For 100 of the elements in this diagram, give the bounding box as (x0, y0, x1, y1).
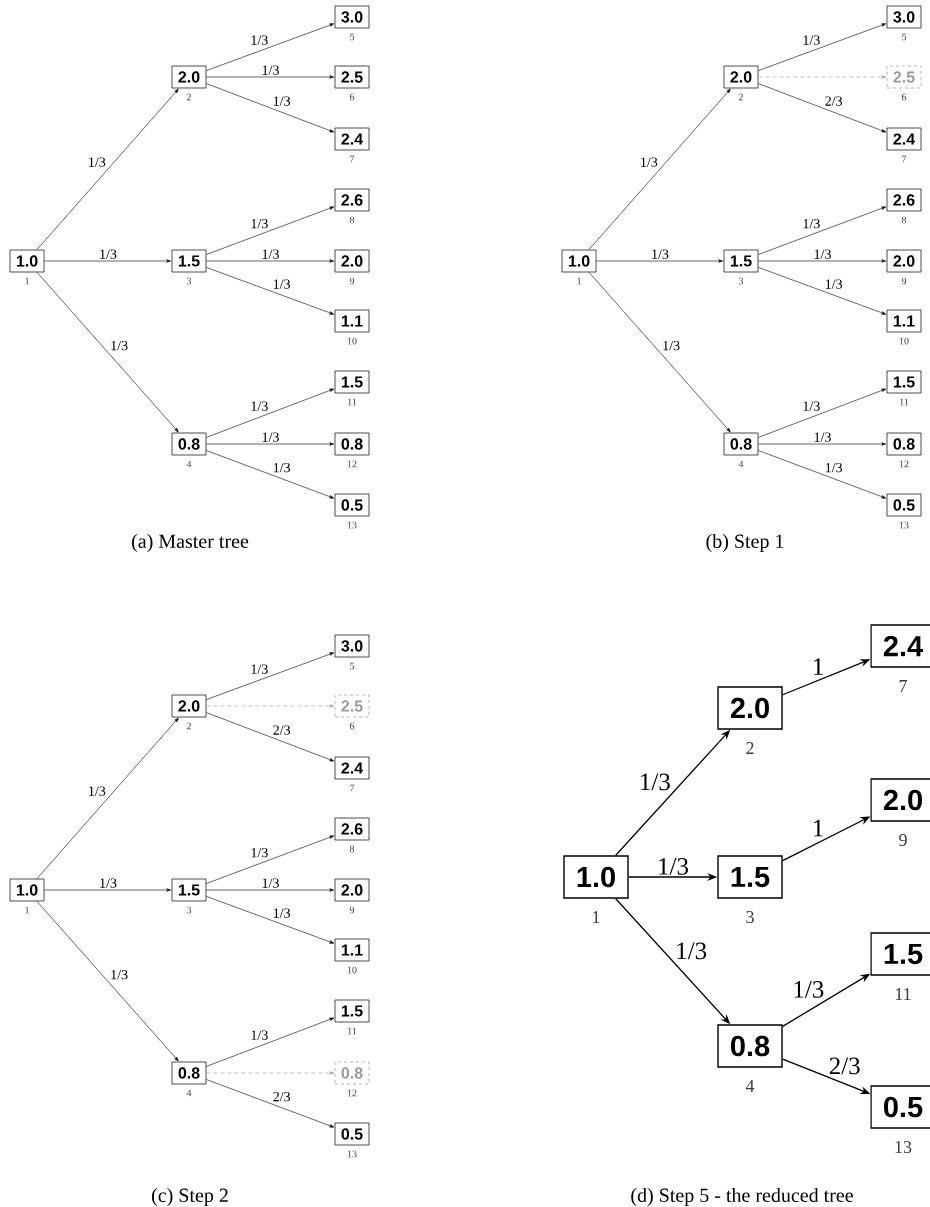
edge-label: 1/3 (659, 858, 688, 875)
node-number: 11 (348, 1027, 357, 1035)
arrow (206, 23, 335, 71)
node-number: 2 (186, 722, 191, 730)
edge-label: 1/3 (262, 432, 279, 442)
arrow (588, 88, 731, 250)
panel-caption: (c) Step 2 (152, 1187, 228, 1207)
arrow (758, 388, 887, 438)
node-number: 5 (902, 33, 907, 41)
value-box: 0.5 (870, 1085, 930, 1129)
arrow (206, 83, 335, 133)
node-number: 6 (901, 93, 907, 101)
edge-label: 1 (814, 658, 823, 675)
value-box: 1.1 (334, 309, 370, 333)
edge-label: 1/3 (251, 664, 268, 674)
edge-label: 1/3 (803, 218, 820, 229)
edge-label: 1/3 (100, 249, 117, 259)
value-box: 3.0 (334, 634, 370, 658)
edge-label: 1/3 (652, 249, 669, 259)
edge-label: 1 (814, 819, 823, 837)
value-box: 0.5 (334, 1122, 370, 1146)
edge-label: 1/3 (273, 462, 291, 473)
value-box: 1.5 (171, 249, 207, 273)
node-number: 4 (186, 460, 192, 468)
node-number: 5 (350, 33, 355, 41)
edge-label: 2/3 (273, 725, 291, 735)
value-box: 0.8 (334, 432, 370, 456)
node-number: 6 (349, 722, 355, 730)
node-number: 13 (899, 521, 909, 529)
node-number: 12 (347, 460, 357, 468)
node-number: 12 (899, 460, 909, 468)
node-number: 9 (899, 833, 907, 847)
value-box: 0.8 (717, 1024, 783, 1068)
node-number: 4 (186, 1089, 192, 1097)
node-number: 11 (348, 398, 357, 406)
edge-label: 1/3 (825, 462, 843, 473)
node-number: 13 (347, 1150, 357, 1158)
node-number: 2 (738, 93, 743, 101)
edge-label: 1/3 (100, 878, 117, 888)
value-box: 2.0 (886, 249, 922, 273)
edge-label: 1/3 (89, 157, 106, 167)
value-box: 3.0 (886, 5, 922, 29)
value-box: 2.0 (723, 65, 759, 89)
arrow (588, 272, 731, 433)
value-box: 0.5 (886, 493, 922, 517)
arrow (758, 23, 887, 71)
value-box: 2.5 (886, 65, 922, 89)
edge-label: 2/3 (273, 1091, 291, 1102)
edge-label: 2/3 (829, 1057, 860, 1075)
value-box: 1.1 (886, 309, 922, 333)
value-box: 1.5 (334, 370, 370, 394)
value-box: 1.5 (870, 932, 930, 976)
node-number: 4 (738, 460, 744, 468)
node-number: 13 (895, 1140, 912, 1154)
value-box: 1.5 (334, 999, 370, 1023)
edge-label: 1/3 (641, 157, 658, 167)
arrow (758, 206, 887, 255)
value-box: 1.5 (171, 878, 207, 902)
edge-label: 1/3 (814, 249, 831, 259)
node-number: 13 (347, 521, 357, 529)
edge-label: 1/3 (273, 279, 291, 289)
edge-label: 1/3 (251, 35, 268, 45)
arrow (36, 88, 179, 250)
node-number: 8 (901, 216, 907, 224)
node-number: 3 (746, 910, 754, 924)
edge-label: 1/3 (111, 340, 128, 351)
edge-label: 1/3 (262, 65, 279, 75)
edge-label: 1/3 (794, 981, 824, 998)
node-number: 8 (349, 845, 355, 853)
edge-label: 1/3 (262, 878, 279, 888)
edge-label: 1/3 (251, 218, 268, 229)
arrow (206, 896, 335, 944)
value-box: 1.5 (886, 370, 922, 394)
value-box: 2.0 (334, 878, 370, 902)
edge-label: 1/3 (803, 35, 820, 45)
arrow (206, 442, 334, 446)
node-number: 9 (349, 277, 355, 285)
value-box: 2.4 (334, 127, 370, 151)
value-box: 0.8 (171, 1061, 207, 1085)
arrow (206, 835, 335, 884)
arrow (596, 259, 723, 263)
value-box: 2.5 (334, 694, 370, 718)
value-box: 0.8 (723, 432, 759, 456)
edge-label: 1/3 (111, 969, 128, 980)
node-number: 2 (746, 742, 754, 754)
node-number: 1 (25, 906, 29, 914)
node-number: 1 (25, 277, 29, 285)
arrow (206, 712, 335, 762)
edge-label: 1/3 (251, 1030, 268, 1040)
node-number: 7 (899, 680, 907, 692)
arrow (758, 267, 887, 315)
value-box: 2.0 (334, 249, 370, 273)
value-box: 2.4 (870, 624, 930, 668)
value-box: 2.4 (886, 127, 922, 151)
node-number: 2 (186, 93, 191, 101)
node-number: 1 (577, 277, 581, 285)
arrow (206, 1079, 335, 1128)
arrow (206, 450, 335, 499)
node-number: 10 (899, 337, 909, 345)
value-box: 2.6 (334, 817, 370, 841)
